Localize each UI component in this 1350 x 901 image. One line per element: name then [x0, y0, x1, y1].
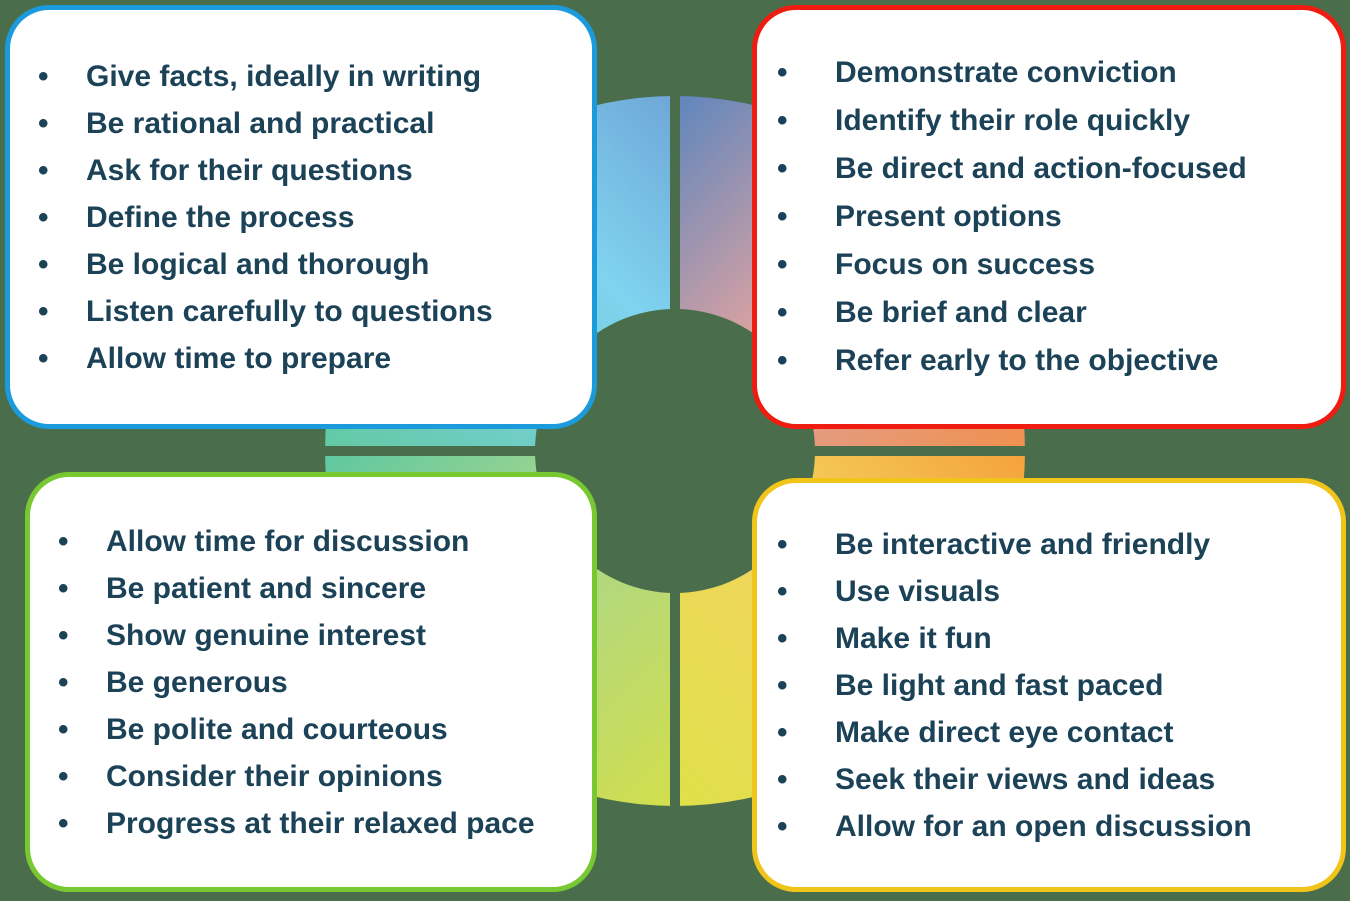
list-item: •Refer early to the objective [777, 337, 1323, 385]
bullet-list-top-left: •Give facts, ideally in writing •Be rati… [38, 53, 574, 382]
list-item: •Be brief and clear [777, 289, 1323, 337]
bullet-icon: • [38, 200, 49, 234]
list-item: •Be polite and courteous [58, 706, 574, 753]
list-item: •Present options [777, 193, 1323, 241]
list-item: •Be direct and action-focused [777, 145, 1323, 193]
bullet-icon: • [58, 524, 69, 558]
bullet-list-top-right: •Demonstrate conviction •Identify their … [777, 49, 1323, 385]
list-item: •Allow time to prepare [38, 335, 574, 382]
bullet-icon: • [777, 762, 788, 796]
list-item: •Seek their views and ideas [777, 756, 1323, 803]
bullet-icon: • [38, 59, 49, 93]
list-item: •Be generous [58, 659, 574, 706]
bullet-icon: • [777, 715, 788, 749]
bullet-icon: • [777, 574, 788, 608]
quadrant-card-top-right[interactable]: •Demonstrate conviction •Identify their … [752, 5, 1346, 429]
list-item: •Make direct eye contact [777, 709, 1323, 756]
bullet-icon: • [58, 618, 69, 652]
list-item: •Be rational and practical [38, 100, 574, 147]
list-item: •Be light and fast paced [777, 662, 1323, 709]
bullet-icon: • [58, 806, 69, 840]
quadrant-card-bottom-right[interactable]: •Be interactive and friendly •Use visual… [752, 478, 1346, 892]
quadrant-card-top-left[interactable]: •Give facts, ideally in writing •Be rati… [5, 5, 597, 429]
list-item: •Give facts, ideally in writing [38, 53, 574, 100]
list-item: •Listen carefully to questions [38, 288, 574, 335]
bullet-icon: • [777, 344, 788, 377]
bullet-icon: • [777, 668, 788, 702]
list-item: •Progress at their relaxed pace [58, 800, 574, 847]
list-item: •Demonstrate conviction [777, 49, 1323, 97]
bullet-icon: • [38, 247, 49, 281]
list-item: •Make it fun [777, 615, 1323, 662]
list-item: •Be interactive and friendly [777, 521, 1323, 568]
list-item: •Identify their role quickly [777, 97, 1323, 145]
bullet-icon: • [777, 152, 788, 185]
list-item: •Be logical and thorough [38, 241, 574, 288]
list-item: •Focus on success [777, 241, 1323, 289]
bullet-icon: • [58, 665, 69, 699]
list-item: •Be patient and sincere [58, 565, 574, 612]
bullet-icon: • [58, 759, 69, 793]
bullet-icon: • [38, 294, 49, 328]
list-item: •Define the process [38, 194, 574, 241]
bullet-icon: • [777, 200, 788, 233]
list-item: •Show genuine interest [58, 612, 574, 659]
list-item: •Ask for their questions [38, 147, 574, 194]
quadrant-card-bottom-left[interactable]: •Allow time for discussion •Be patient a… [25, 472, 597, 892]
bullet-icon: • [777, 104, 788, 137]
list-item: •Allow time for discussion [58, 518, 574, 565]
bullet-list-bottom-right: •Be interactive and friendly •Use visual… [777, 521, 1323, 850]
bullet-icon: • [38, 153, 49, 187]
list-item: •Allow for an open discussion [777, 803, 1323, 850]
bullet-icon: • [777, 248, 788, 281]
list-item: •Use visuals [777, 568, 1323, 615]
bullet-icon: • [777, 56, 788, 89]
bullet-icon: • [38, 106, 49, 140]
list-item: •Consider their opinions [58, 753, 574, 800]
bullet-icon: • [58, 712, 69, 746]
bullet-icon: • [777, 527, 788, 561]
bullet-icon: • [58, 571, 69, 605]
bullet-icon: • [38, 341, 49, 375]
bullet-icon: • [777, 296, 788, 329]
bullet-icon: • [777, 621, 788, 655]
bullet-list-bottom-left: •Allow time for discussion •Be patient a… [58, 518, 574, 847]
bullet-icon: • [777, 809, 788, 843]
